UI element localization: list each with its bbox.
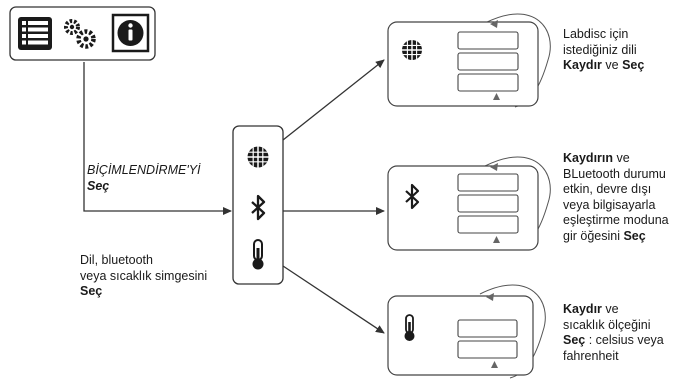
globe-icon <box>247 146 269 168</box>
temperature-screen <box>387 284 546 379</box>
thermometer-icon <box>252 239 264 270</box>
bluetooth-option-1 <box>457 173 519 192</box>
arrow-to-temperature <box>282 265 385 334</box>
language-option-2 <box>457 52 519 71</box>
scroll-arrow-icon <box>493 93 500 100</box>
language-screen <box>387 13 551 108</box>
language-instructions: Labdisc için istediğiniz dili Kaydır ve … <box>563 27 645 72</box>
temperature-option-2 <box>457 340 518 359</box>
bluetooth-option-3 <box>457 215 519 234</box>
language-option-3 <box>457 73 519 92</box>
thermometer-icon <box>404 314 415 341</box>
bluetooth-instructions: Kaydırın ve BLuetooth durumu etkin, devr… <box>563 151 669 243</box>
bluetooth-option-2 <box>457 194 519 213</box>
arrow-to-language <box>282 59 385 141</box>
scroll-arrow-icon <box>491 361 498 368</box>
bluetooth-icon <box>405 183 420 210</box>
temperature-instructions: Kaydır ve sıcaklık ölçeğini Seç : celsiu… <box>563 302 664 363</box>
globe-icon <box>402 40 422 60</box>
scroll-arrow-icon <box>493 236 500 243</box>
gears-icon <box>64 19 96 49</box>
bluetooth-icon <box>251 194 266 221</box>
scroll-arrow-icon <box>486 293 494 301</box>
temperature-option-1 <box>457 319 518 338</box>
list-icon <box>18 17 52 50</box>
scroll-arrow-icon <box>490 20 498 28</box>
format-label: BİÇİMLENDİRME'Yİ <box>87 163 201 177</box>
info-icon <box>111 13 150 53</box>
menu-to-panel-arrow <box>83 62 232 215</box>
scroll-arrow-icon <box>490 163 498 171</box>
bluetooth-screen <box>387 156 551 251</box>
format-select-label: Seç <box>87 179 110 193</box>
icon-select-text: Dil, bluetooth veya sıcaklık simgesini S… <box>80 253 208 298</box>
language-option-1 <box>457 31 519 50</box>
